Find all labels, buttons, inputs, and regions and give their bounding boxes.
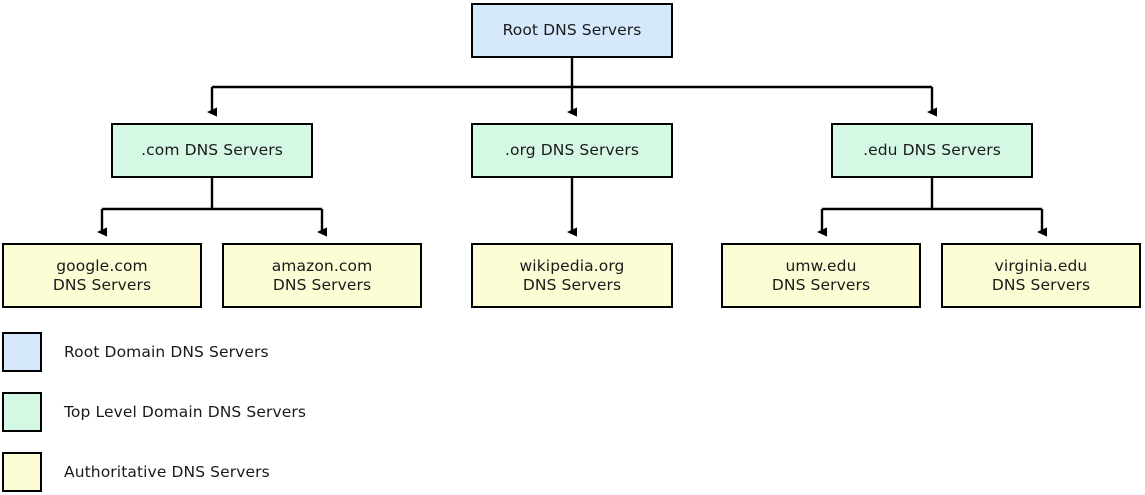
node-com-dns-servers: .com DNS Servers [111,123,313,178]
edge-com-to-children-bus [102,178,322,211]
legend-item-root-domain: Root Domain DNS Servers [2,332,269,372]
node-label-line1: google.com [56,256,148,275]
node-label-line1: amazon.com [271,256,373,275]
node-label-line2: DNS Servers [771,275,871,294]
legend-item-authoritative: Authoritative DNS Servers [2,452,270,492]
node-label-line2: DNS Servers [272,275,372,294]
node-org-dns-servers: .org DNS Servers [471,123,673,178]
node-label-line1: umw.edu [785,256,857,275]
legend-label-root-domain: Root Domain DNS Servers [64,342,269,361]
legend-swatch-root-domain [2,332,42,372]
legend-swatch-authoritative [2,452,42,492]
node-label-line2: DNS Servers [52,275,152,294]
node-root-dns-servers: Root DNS Servers [471,3,673,58]
legend-label-authoritative: Authoritative DNS Servers [64,462,270,481]
node-umw-edu-dns-servers: umw.edu DNS Servers [721,243,921,308]
legend-swatch-top-level-domain [2,392,42,432]
node-wikipedia-org-dns-servers: wikipedia.org DNS Servers [471,243,673,308]
node-label: .org DNS Servers [504,141,640,159]
node-label-line1: virginia.edu [994,256,1088,275]
node-label-line2: DNS Servers [522,275,622,294]
node-label: Root DNS Servers [502,21,642,39]
node-label: .edu DNS Servers [863,141,1001,159]
legend-item-top-level-domain: Top Level Domain DNS Servers [2,392,306,432]
node-label: .com DNS Servers [141,141,283,159]
node-label-line1: wikipedia.org [519,256,625,275]
node-amazon-com-dns-servers: amazon.com DNS Servers [222,243,422,308]
node-virginia-edu-dns-servers: virginia.edu DNS Servers [941,243,1141,308]
edge-edu-to-children-bus [822,178,1042,211]
node-google-com-dns-servers: google.com DNS Servers [2,243,202,308]
edge-root-to-tld-bus [212,58,932,89]
node-label-line2: DNS Servers [991,275,1091,294]
legend-label-top-level-domain: Top Level Domain DNS Servers [64,402,306,421]
node-edu-dns-servers: .edu DNS Servers [831,123,1033,178]
